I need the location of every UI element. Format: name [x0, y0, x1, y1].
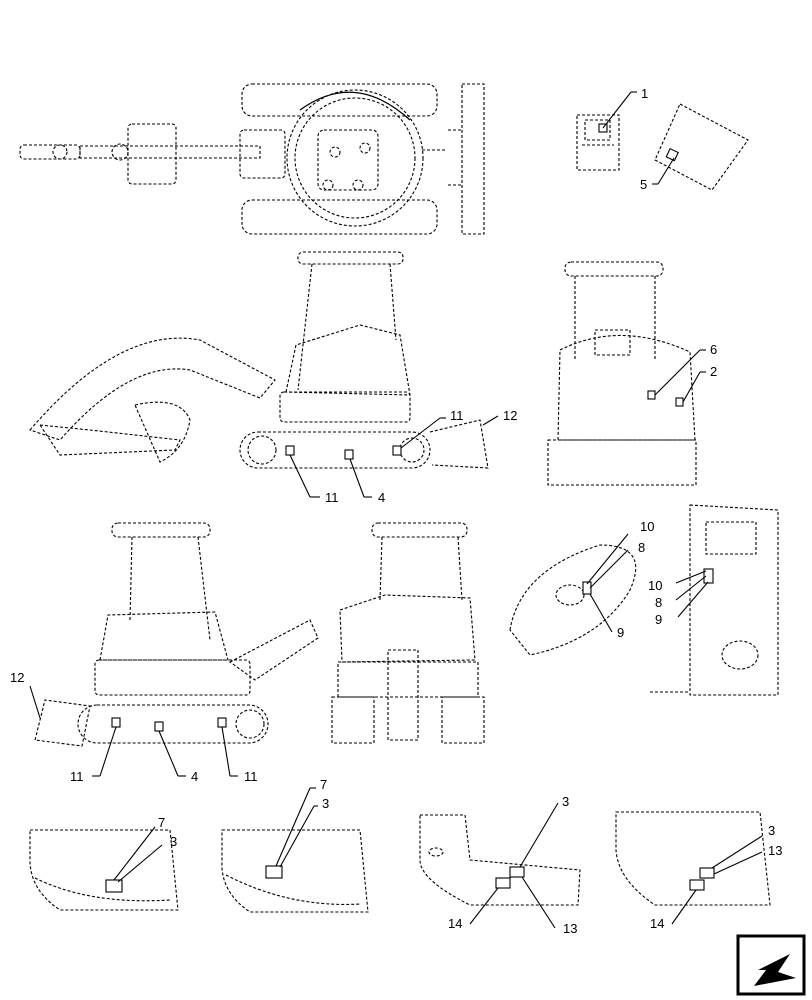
decal-5 [665, 147, 679, 162]
decal-13-b [699, 867, 715, 879]
callout-label: 3 [170, 834, 177, 849]
decal-14-b [689, 879, 705, 891]
callout-label: 5 [640, 177, 647, 192]
decal-4-b [154, 721, 164, 732]
decal-13 [509, 866, 525, 878]
callout-label: 4 [191, 769, 198, 784]
cab-detail-a: 10 8 9 [509, 519, 654, 656]
callout-label: 8 [655, 595, 662, 610]
callout-label: 11 [450, 408, 464, 423]
leader-line [602, 91, 632, 129]
callout-label: 3 [322, 796, 329, 811]
frame-detail-c: 3 14 13 [419, 794, 581, 936]
front-view-excavator [331, 522, 485, 744]
top-view-excavator [19, 83, 485, 235]
callout-label: 11 [70, 769, 84, 784]
callout-label: 12 [503, 408, 517, 423]
frame-detail-d: 3 13 14 [615, 811, 782, 931]
left-side-excavator: 11 12 11 4 [29, 251, 517, 505]
right-side-excavator: 12 11 4 11 [10, 522, 319, 784]
callout-label: 11 [244, 769, 258, 784]
decal-6 [647, 390, 656, 400]
decal-10-8-9-b [703, 568, 714, 584]
callout-label: 8 [638, 540, 645, 555]
cab-detail-b: 10 8 9 [648, 504, 779, 696]
decal-11-a [285, 445, 295, 456]
callout-label: 9 [655, 612, 662, 627]
callout-label: 3 [562, 794, 569, 809]
callout-label: 7 [320, 777, 327, 792]
decal-2 [675, 397, 684, 407]
decal-7-3-b [265, 865, 283, 879]
decal-11-c [111, 717, 121, 728]
callout-label: 13 [768, 843, 782, 858]
decal-7-3 [105, 879, 123, 893]
arrow-icon[interactable] [736, 934, 806, 996]
callout-label: 4 [378, 490, 385, 505]
decal-4 [344, 449, 354, 460]
callout-label: 14 [650, 916, 664, 931]
callout-label: 10 [648, 578, 662, 593]
callout-label: 10 [640, 519, 654, 534]
callout-label: 13 [563, 921, 577, 936]
door-handle-detail: 5 [640, 103, 749, 192]
callout-label: 14 [448, 916, 462, 931]
decal-10-8-9 [582, 581, 592, 595]
callout-label: 7 [158, 815, 165, 830]
callout-label: 12 [10, 670, 24, 685]
callout-label: 1 [641, 86, 648, 101]
callout-label: 2 [710, 364, 717, 379]
callout-label: 9 [617, 625, 624, 640]
rear-view-excavator: 6 2 [547, 261, 717, 486]
callout-label: 3 [768, 823, 775, 838]
callout-label: 6 [710, 342, 717, 357]
decal-11-d [217, 717, 227, 728]
cab-step-detail: 1 [576, 86, 648, 171]
callout-label: 11 [325, 490, 339, 505]
frame-detail-b: 7 3 [221, 777, 369, 913]
frame-detail-a: 7 3 [29, 815, 179, 911]
decal-1 [598, 123, 608, 133]
decal-14 [495, 877, 511, 889]
decal-11-b [392, 445, 402, 456]
